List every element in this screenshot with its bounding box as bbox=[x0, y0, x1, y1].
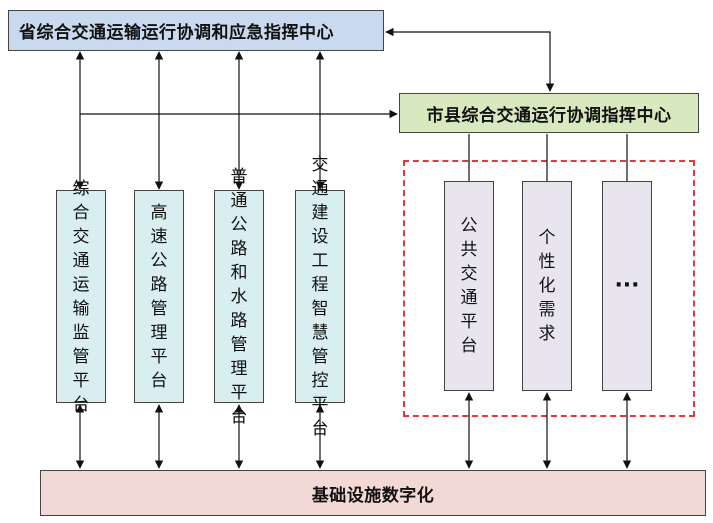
platform-label-3: 普通公路和水路管理平台 bbox=[230, 166, 248, 427]
platform-label-2: 高速公路管理平台 bbox=[150, 202, 168, 391]
edge-province-city bbox=[385, 27, 555, 92]
province-center-label: 省综合交通运输运行协调和应急指挥中心 bbox=[19, 23, 334, 43]
platform-label-4: 交通建设工程智慧管控平台 bbox=[311, 154, 329, 439]
province-center-node: 省综合交通运输运行协调和应急指挥中心 bbox=[8, 10, 384, 51]
platform-node-3: 普通公路和水路管理平台 bbox=[214, 167, 264, 427]
city-center-node: 市县综合交通运行协调指挥中心 bbox=[399, 93, 699, 133]
city-platform-label-3: ··· bbox=[614, 273, 640, 298]
city-platform-node-2: 个性化需求 bbox=[522, 181, 572, 391]
city-platform-label-2: 个性化需求 bbox=[538, 228, 556, 344]
platform-node-4: 交通建设工程智慧管控平台 bbox=[295, 155, 345, 439]
city-platform-node-3: ··· bbox=[602, 181, 652, 391]
infrastructure-label: 基础设施数字化 bbox=[311, 485, 435, 506]
platform-node-1: 综合交通运输监管平台 bbox=[56, 179, 106, 415]
platform-node-2: 高速公路管理平台 bbox=[134, 190, 184, 403]
city-platform-label-1: 公共交通平台 bbox=[460, 216, 478, 356]
infrastructure-node: 基础设施数字化 bbox=[40, 470, 706, 516]
city-center-label: 市县综合交通运行协调指挥中心 bbox=[426, 105, 672, 126]
city-platform-node-1: 公共交通平台 bbox=[444, 181, 494, 391]
